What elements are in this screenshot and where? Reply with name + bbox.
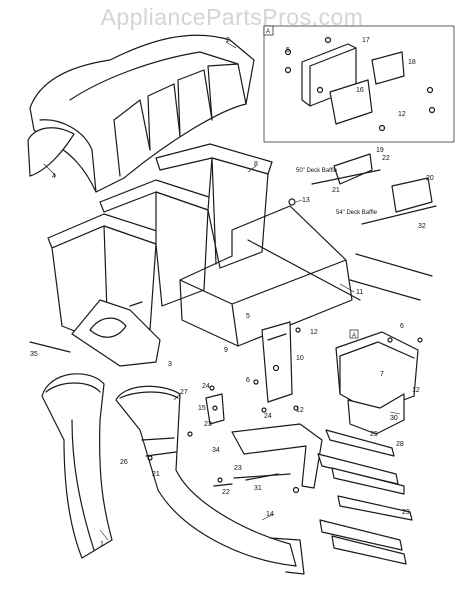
callout-6b: 6 xyxy=(246,377,250,384)
callout-22b: 22 xyxy=(222,489,230,496)
callout-31: 31 xyxy=(254,485,262,492)
callout-34: 34 xyxy=(212,447,220,454)
callout-7: 7 xyxy=(380,371,384,378)
callout-numbers: 1 2 3 4 5 5 6 6 7 8 9 10 11 12 12 12 12 … xyxy=(30,37,434,548)
latch-bracket xyxy=(261,321,293,403)
callout-20: 20 xyxy=(426,175,434,182)
callout-12d: 12 xyxy=(412,387,420,394)
callout-12a: 12 xyxy=(398,111,406,118)
chute-adapter xyxy=(29,299,161,367)
callout-5a: 5 xyxy=(286,47,290,54)
callout-30: 30 xyxy=(390,415,398,422)
watermark: AppliancePartsPros.com xyxy=(100,4,364,30)
mower-blades xyxy=(317,429,413,565)
callout-2: 2 xyxy=(226,37,230,44)
mount-plate-assembly: A xyxy=(335,329,423,435)
upper-chute xyxy=(115,385,305,575)
callout-21a: 21 xyxy=(332,187,340,194)
callout-23b: 23 xyxy=(234,465,242,472)
callout-27: 27 xyxy=(180,389,188,396)
callout-24a: 24 xyxy=(202,383,210,390)
callout-15: 15 xyxy=(198,405,206,412)
callout-22a: 22 xyxy=(382,155,390,162)
inset-box-a: A xyxy=(263,25,455,143)
callout-10: 10 xyxy=(296,355,304,362)
inset-tag-top: A xyxy=(266,29,270,35)
callout-18: 18 xyxy=(408,59,416,66)
hardware xyxy=(147,198,301,494)
callout-8: 8 xyxy=(254,161,258,168)
callout-25: 25 xyxy=(370,431,378,438)
deck-baffle-plate xyxy=(231,423,323,489)
callout-24b: 24 xyxy=(264,413,272,420)
callout-12b: 12 xyxy=(310,329,318,336)
callout-16: 16 xyxy=(356,87,364,94)
inset-tag-bottom: A xyxy=(352,333,356,339)
callout-9: 9 xyxy=(224,347,228,354)
bag-frame xyxy=(179,205,433,347)
bag-cover xyxy=(27,34,255,193)
callout-1: 1 xyxy=(100,541,104,548)
grass-bags xyxy=(47,143,273,347)
callout-23a: 23 xyxy=(204,421,212,428)
callout-29: 29 xyxy=(402,509,410,516)
deck-baffles xyxy=(311,153,437,225)
caption-54-deck-baffle: 54" Deck Baffle xyxy=(336,210,378,216)
callout-6a: 6 xyxy=(400,323,404,330)
callout-21b: 21 xyxy=(152,471,160,478)
callout-13: 13 xyxy=(302,197,310,204)
callout-35: 35 xyxy=(30,351,38,358)
callout-17: 17 xyxy=(362,37,370,44)
callout-4: 4 xyxy=(52,173,56,180)
callout-14: 14 xyxy=(266,511,274,518)
callout-3: 3 xyxy=(168,361,172,368)
leader-lines xyxy=(43,41,401,541)
callout-28: 28 xyxy=(396,441,404,448)
callout-11: 11 xyxy=(356,289,363,296)
lower-chute xyxy=(41,373,113,559)
callout-12c: 12 xyxy=(296,407,304,414)
callout-19: 19 xyxy=(376,147,384,154)
callout-32: 32 xyxy=(418,223,426,230)
callout-5b: 5 xyxy=(246,313,250,320)
callout-26: 26 xyxy=(120,459,128,466)
mount-bracket xyxy=(205,393,225,425)
caption-50-deck-baffle: 50" Deck Baffle xyxy=(296,168,338,174)
